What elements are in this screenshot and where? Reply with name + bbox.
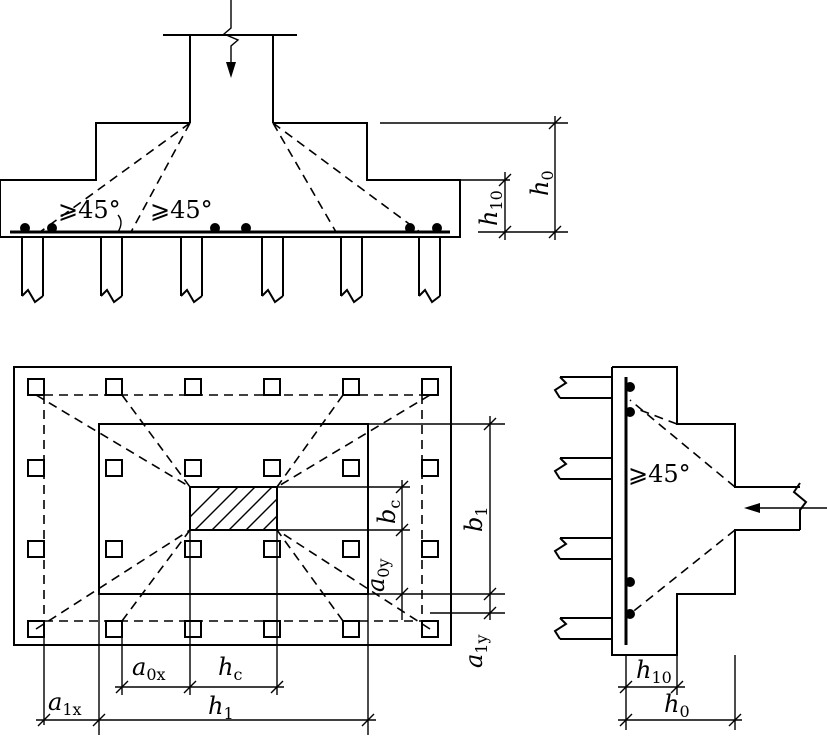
side-cap-outline	[611, 366, 800, 656]
piles-side	[553, 376, 612, 640]
label-bc: bc	[373, 500, 404, 524]
angle-label-right: ⩾45°	[150, 196, 213, 224]
angle-arc-left	[117, 214, 122, 233]
label-b1: b1	[460, 506, 491, 532]
rebar-dots	[20, 223, 442, 233]
side-load-arrowhead	[744, 503, 760, 513]
cap-upper-step	[0, 122, 461, 238]
column-outline	[163, 34, 297, 123]
pile-squares	[27, 378, 439, 638]
column-section	[189, 486, 278, 531]
plan-dimensions-right	[277, 416, 505, 620]
angle-label-side: ⩾45°	[628, 460, 691, 488]
load-arrow-head	[226, 62, 236, 78]
label-hc: hc	[218, 653, 242, 684]
punching-cone	[39, 122, 421, 233]
label-h10-side: h10	[636, 656, 672, 687]
punching-perimeter	[35, 394, 431, 630]
cap-outline-inner	[98, 423, 369, 595]
side-dimensions	[618, 655, 742, 730]
plan-dimensions-bottom	[36, 530, 376, 735]
column-hatch	[189, 486, 278, 531]
side-punching-cone	[629, 399, 736, 615]
label-h10-top: h10	[475, 190, 506, 226]
load-arrow-shaft	[222, 0, 240, 72]
side-view: ⩾45° h10 h0	[553, 366, 827, 730]
side-rebar-dots	[625, 382, 635, 619]
label-a1y: a1y	[460, 634, 491, 668]
plan-view: b1 bc a0y a1y a0x hc a1x	[13, 366, 505, 735]
label-a0y: a0y	[362, 558, 393, 592]
label-h0-top: h0	[526, 170, 557, 196]
elevation-view: ⩾45° ⩾45° h0 h10	[0, 0, 568, 304]
cap-outline-outer	[13, 366, 452, 646]
piles-elevation	[21, 237, 441, 304]
label-a1x: a1x	[48, 688, 82, 719]
label-h0-side: h0	[664, 690, 690, 721]
label-a0x: a0x	[132, 653, 166, 684]
side-column-break	[792, 482, 808, 530]
dimension-h0-h10	[380, 116, 568, 240]
label-h1: h1	[208, 692, 234, 723]
angle-label-left: ⩾45°	[58, 196, 121, 224]
